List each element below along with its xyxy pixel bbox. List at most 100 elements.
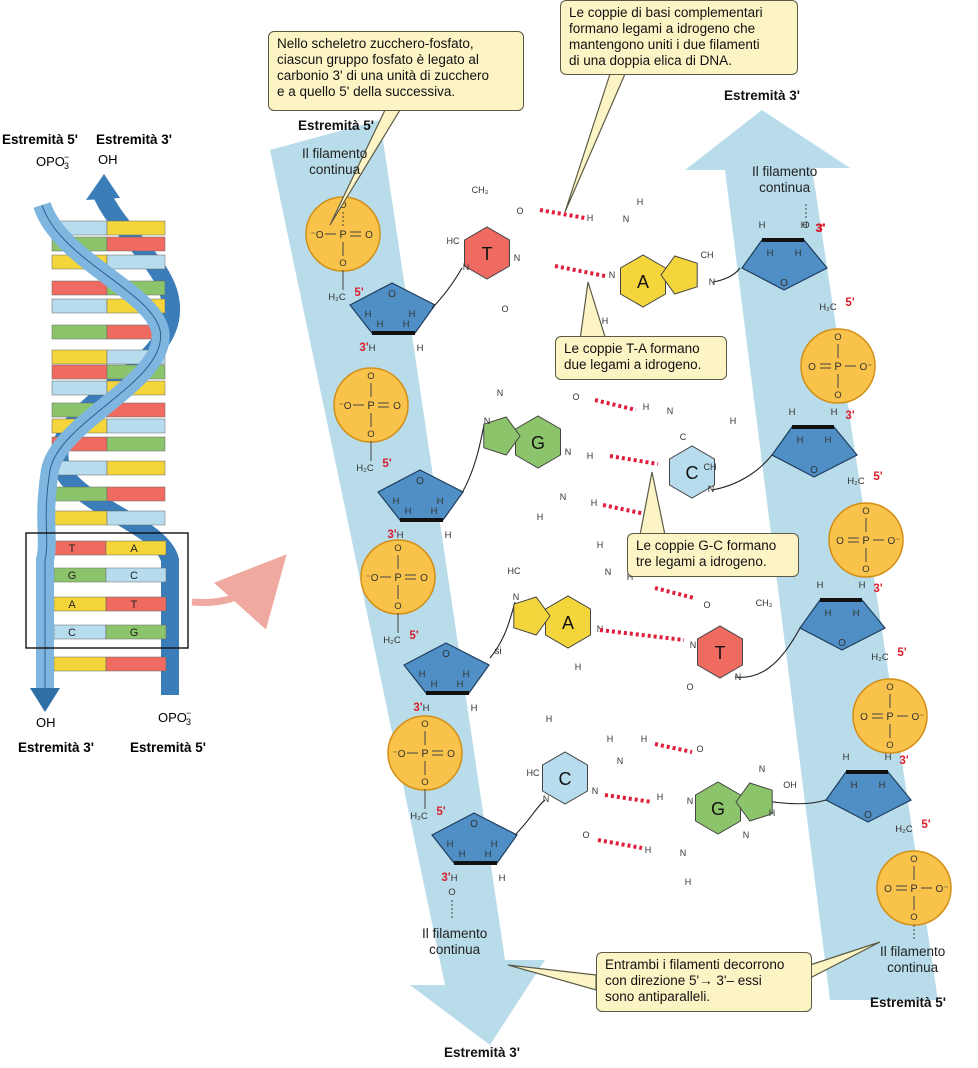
- base-atom: HC: [447, 236, 460, 246]
- hydrogen: H: [885, 752, 892, 763]
- hydrogen: H: [419, 669, 426, 680]
- oxygen-atom: O: [808, 362, 816, 373]
- ch2-group: H₂C: [819, 302, 837, 313]
- base-atom: N: [543, 794, 550, 804]
- phosphorus-atom: P: [421, 748, 428, 760]
- base-atom: N: [609, 270, 616, 280]
- hydrogen: H: [859, 580, 866, 591]
- prime-3-label: 3': [387, 529, 396, 541]
- oxygen-anion: ⁻O: [392, 749, 405, 760]
- continues-line: continua: [759, 180, 811, 195]
- helix-rung-right: [106, 418, 166, 434]
- prime-5-label: 5': [845, 297, 854, 309]
- helix-end-5-top: Estremità 5': [2, 132, 78, 147]
- base-atom: O: [582, 830, 589, 840]
- helix-top-phosphate-label: OPO 3 −: [36, 152, 69, 171]
- ring-oxygen: O: [864, 810, 872, 821]
- prime-3-label: 3': [845, 410, 854, 422]
- prime-3-label: 3': [359, 342, 368, 354]
- helix-box-rung-right: [105, 624, 167, 640]
- phosphorus-atom: P: [339, 229, 346, 241]
- base-atom: N: [513, 592, 520, 602]
- hydrogen-bonds: [539, 208, 695, 850]
- ring-oxygen: O: [416, 476, 424, 487]
- oxygen-atom: O: [393, 401, 401, 412]
- stray-label: si: [494, 646, 501, 657]
- helix-box-rung-left: [53, 596, 107, 612]
- oxygen-atom: O: [394, 601, 401, 612]
- helix-box-base-letter: A: [68, 599, 76, 611]
- ring-oxygen: O: [810, 465, 818, 476]
- oxygen-anion: ⁻O: [365, 573, 378, 584]
- callout-backbone-line: carbonio 3' di una unità di zucchero: [277, 68, 489, 83]
- oxygen-atom: O: [884, 884, 892, 895]
- hydrogen: H: [831, 407, 838, 418]
- base-atom: N: [690, 640, 697, 650]
- hydrogen: H: [405, 506, 412, 517]
- prime-5-label: 5': [921, 819, 930, 831]
- oxygen-atom: O: [886, 682, 893, 693]
- base-atom: H: [607, 734, 614, 744]
- hydrogen: H: [393, 496, 400, 507]
- base-atom: N: [565, 447, 572, 457]
- helix-box-rung-right: [105, 656, 167, 672]
- helix-box-rung-left: [53, 656, 107, 672]
- cytosine-base-2: C: [542, 751, 588, 805]
- base-atom: H: [637, 197, 644, 207]
- guanine-base-1: G: [483, 415, 561, 469]
- prime-3-label: 3': [816, 223, 825, 235]
- helix-rung-right: [106, 236, 166, 252]
- right-strand-bottom-end: Estremità 5': [870, 995, 946, 1010]
- phosphorus-atom: P: [367, 400, 374, 412]
- base-atom: HC: [527, 768, 540, 778]
- oxygen-atom: O: [860, 712, 868, 723]
- continues-line: continua: [429, 942, 481, 957]
- base-letter: T: [715, 643, 726, 663]
- adenine-base-2: A: [513, 595, 591, 649]
- continues-line: Il filamento: [422, 926, 488, 941]
- callout-backbone-line: e a quello 5' della successiva.: [277, 84, 456, 99]
- hydrogen: H: [403, 319, 410, 330]
- helix-box-base-letter: G: [68, 570, 77, 582]
- callout-antiparallel: Entrambi i filamenti decorrono con direz…: [596, 952, 812, 1012]
- phosphorus-atom: P: [910, 883, 917, 895]
- callout-base-pairs-line: di una doppia elica di DNA.: [569, 53, 732, 68]
- oxygen-atom: O: [802, 220, 809, 231]
- base-letter: G: [711, 799, 725, 819]
- callout-gc-line: tre legami a idrogeno.: [636, 554, 767, 569]
- zoom-arrow: [191, 554, 287, 630]
- oxygen-atom: O: [421, 719, 428, 730]
- prime-3-label: 3': [873, 583, 882, 595]
- oxygen-atom: O: [367, 429, 374, 440]
- base-atom: N: [709, 277, 716, 287]
- oxygen-atom: O: [862, 564, 869, 575]
- callout-antiparallel-line: con direzione 5'→ 3'– essi: [605, 973, 762, 988]
- oxygen-anion: O⁻: [887, 536, 900, 547]
- callout-backbone: Nello scheletro zucchero-fosfato, ciascu…: [268, 31, 524, 111]
- hydrogen: H: [759, 220, 766, 231]
- base-atom: H: [643, 402, 650, 412]
- helix-rung-left: [51, 349, 108, 365]
- callout-gc-pairs: Le coppie G-C formano tre legami a idrog…: [627, 533, 799, 577]
- callout-antiparallel-line: sono antiparalleli.: [605, 989, 711, 1004]
- right-strand-top-end: Estremità 3': [724, 88, 800, 103]
- hydrogen: H: [451, 873, 458, 884]
- helix-box-rung-left: [53, 540, 107, 556]
- hydrogen: H: [843, 752, 850, 763]
- hydrogen: H: [491, 839, 498, 850]
- base-atom: H: [730, 416, 737, 426]
- oxygen-atom: O: [339, 200, 346, 211]
- hydrogen: H: [767, 248, 774, 259]
- callout-antiparallel-line: Entrambi i filamenti decorrono: [605, 957, 785, 972]
- prime-5-label: 5': [354, 287, 363, 299]
- helix-rung-right: [106, 254, 166, 270]
